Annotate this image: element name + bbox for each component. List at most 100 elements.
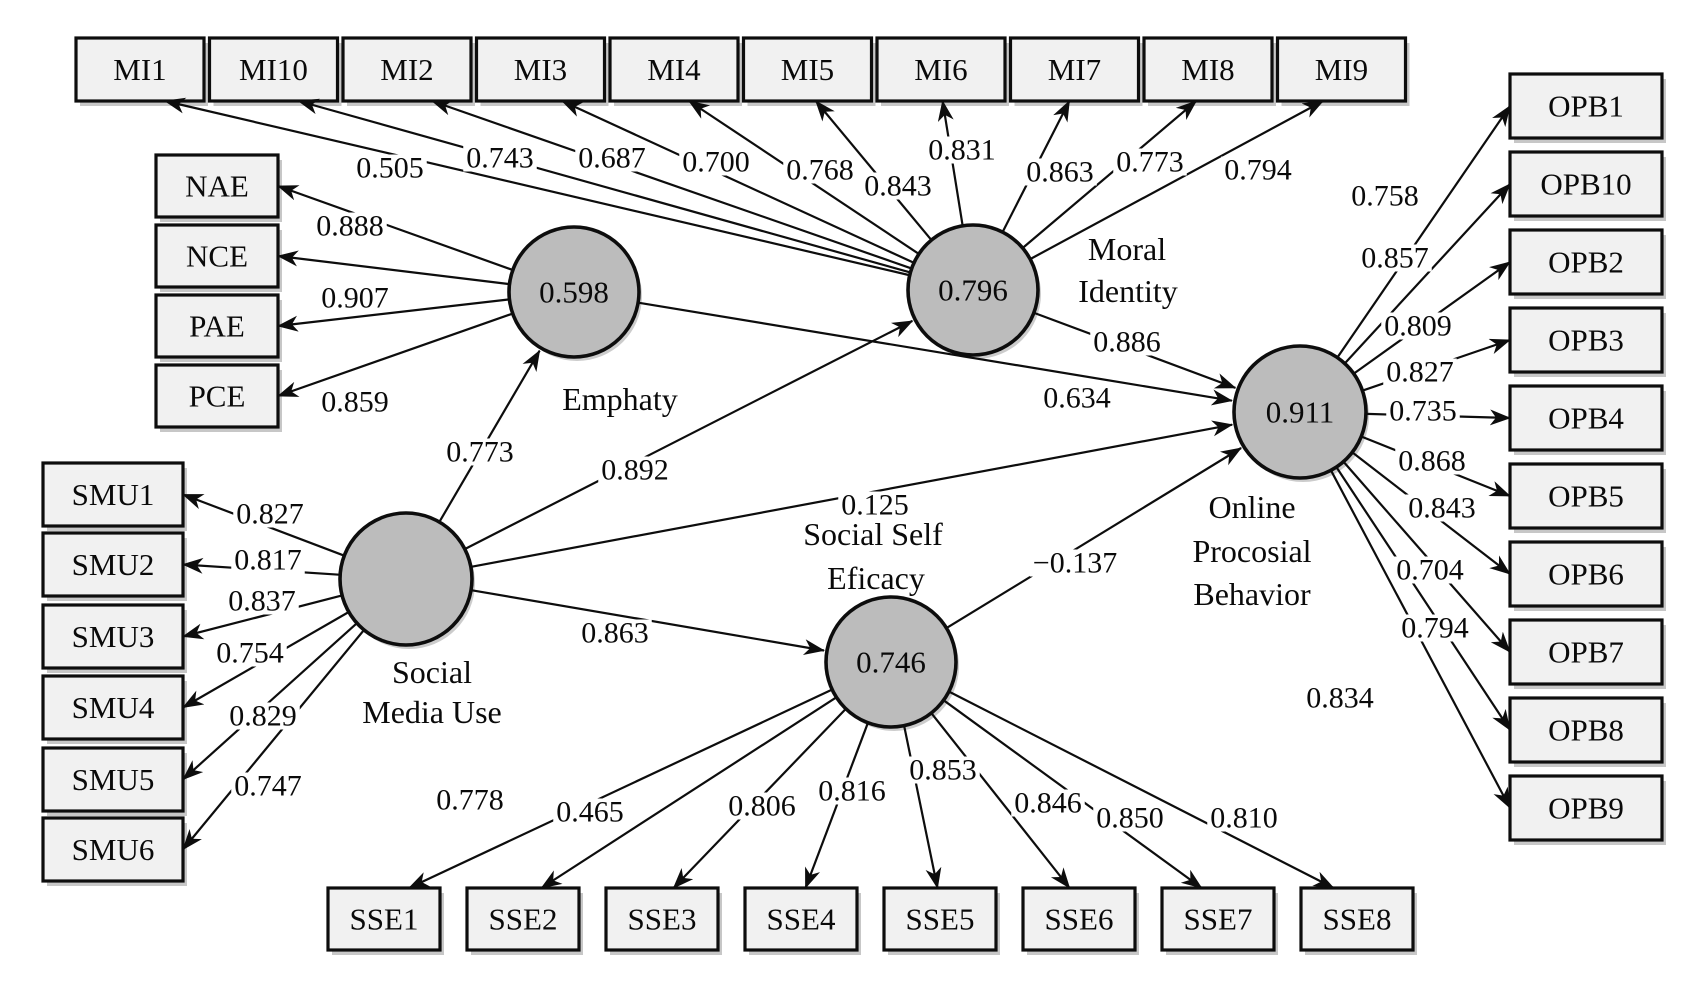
loading-value-OPB-OPB1: 0.758 — [1351, 180, 1419, 213]
indicator-box-SMU2 — [41, 531, 185, 598]
loading-value-OPB-OPB5: 0.868 — [1398, 445, 1466, 478]
indicator-box-SSE5 — [882, 886, 998, 952]
loading-value-SMU-SMU3: 0.837 — [228, 585, 296, 618]
indicator-label-MI10: MI10 — [239, 52, 308, 87]
coefficient-label-backdrop — [463, 144, 537, 172]
latent-name-OPB-line3: Behavior — [1193, 576, 1311, 612]
path-value-SMU-SSE: 0.863 — [581, 617, 649, 650]
coefficient-label-backdrop — [231, 546, 305, 574]
coefficient-label-backdrop — [783, 156, 857, 184]
indicator-label-NAE: NAE — [185, 169, 249, 204]
path-value-SSE-OPB: −0.137 — [1033, 547, 1117, 580]
coefficient-label-backdrop — [443, 438, 517, 466]
loading-arrow-SMU-SMU6 — [182, 630, 365, 851]
path-value-SMU-EMP: 0.773 — [446, 436, 514, 469]
loading-arrow-SSE-SSE1 — [408, 689, 832, 889]
indicator-box-MI10 — [207, 36, 340, 103]
loading-value-OPB-OPB6: 0.843 — [1408, 492, 1476, 525]
indicator-box-OPB6 — [1508, 540, 1664, 608]
coefficient-label-backdrop — [1405, 494, 1479, 522]
coefficient-label-backdrop — [1113, 148, 1187, 176]
indicator-box-PCE — [154, 363, 280, 429]
coefficient-label-backdrop — [838, 491, 912, 519]
loading-value-MI-MI5: 0.843 — [864, 170, 932, 203]
path-value-SMU-OPB: 0.125 — [841, 489, 909, 522]
coefficient-label-backdrop — [725, 792, 799, 820]
indicator-label-OPB2: OPB2 — [1548, 245, 1624, 280]
indicator-box-MI1 — [74, 36, 206, 103]
latent-circle-EMP — [507, 225, 641, 359]
loading-arrow-OPB-OPB8 — [1335, 467, 1511, 731]
indicator-label-SMU4: SMU4 — [72, 690, 155, 725]
indicator-box-PAE — [154, 293, 280, 359]
latent-name-SSE-line1: Social Self — [803, 516, 943, 552]
indicator-label-SMU6: SMU6 — [72, 832, 155, 867]
latent-circle-OPB — [1232, 344, 1368, 480]
indicator-label-OPB7: OPB7 — [1548, 635, 1624, 670]
indicator-label-SSE1: SSE1 — [350, 902, 419, 937]
indicator-box-MI2 — [341, 36, 473, 103]
coefficient-label-backdrop — [1303, 684, 1377, 712]
path-arrow-SMU-EMP — [438, 349, 541, 522]
loading-value-OPB-OPB2: 0.809 — [1384, 310, 1452, 343]
indicator-label-SMU1: SMU1 — [72, 477, 155, 512]
loading-arrow-MI-MI5 — [814, 100, 932, 241]
coefficient-label-backdrop — [815, 777, 889, 805]
loading-value-EMP-NAE: 0.888 — [316, 210, 384, 243]
coefficient-label-backdrop — [925, 136, 999, 164]
coefficient-label-backdrop — [318, 284, 392, 312]
loading-value-OPB-OPB8: 0.794 — [1401, 612, 1469, 645]
coefficient-label-backdrop — [313, 212, 387, 240]
loading-value-SSE-SSE3: 0.806 — [728, 790, 796, 823]
indicator-label-OPB6: OPB6 — [1548, 557, 1624, 592]
indicator-box-MI5 — [741, 36, 874, 103]
loading-arrow-MI-MI9 — [1030, 100, 1324, 260]
indicator-box-NCE — [154, 223, 280, 289]
path-arrow-EMP-OPB — [638, 301, 1233, 406]
indicator-label-MI5: MI5 — [781, 52, 834, 87]
loading-value-MI-MI3: 0.700 — [682, 146, 750, 179]
coefficient-label-backdrop — [1023, 158, 1097, 186]
coefficient-label-backdrop — [1358, 244, 1432, 272]
indicator-box-SSE2 — [465, 886, 581, 952]
coefficient-label-backdrop — [318, 388, 392, 416]
path-value-SMU-MI: 0.892 — [601, 454, 669, 487]
loading-value-MI-MI9: 0.794 — [1224, 154, 1292, 187]
loading-value-SMU-SMU5: 0.829 — [229, 700, 297, 733]
loading-arrow-EMP-PCE — [277, 312, 513, 398]
indicator-label-SMU3: SMU3 — [72, 619, 155, 654]
indicator-label-OPB9: OPB9 — [1548, 791, 1624, 826]
indicator-label-MI4: MI4 — [647, 52, 701, 87]
latent-circle-SMU — [338, 511, 474, 647]
loading-arrow-EMP-NCE — [277, 250, 509, 286]
path-arrow-SMU-MI — [465, 319, 914, 550]
indicator-box-SSE4 — [743, 886, 859, 952]
indicator-label-MI1: MI1 — [113, 52, 166, 87]
loading-arrow-MI-MI1 — [164, 97, 909, 277]
coefficient-label-backdrop — [906, 756, 980, 784]
loading-arrow-MI-MI2 — [431, 99, 912, 270]
loading-arrow-SMU-SMU3 — [182, 594, 342, 640]
latent-name-SSE-line2: Eficacy — [827, 560, 925, 596]
loading-arrow-SSE-SSE8 — [949, 691, 1335, 889]
indicator-box-OPB1 — [1508, 72, 1664, 140]
indicator-box-SSE3 — [604, 886, 720, 952]
indicator-box-SSE1 — [326, 886, 442, 952]
path-value-EMP-OPB: 0.634 — [1043, 382, 1111, 415]
indicator-label-OPB5: OPB5 — [1548, 479, 1624, 514]
loading-value-SMU-SMU2: 0.817 — [234, 544, 302, 577]
coefficient-label-backdrop — [1383, 358, 1457, 386]
indicator-label-SMU2: SMU2 — [72, 547, 155, 582]
coefficient-label-backdrop — [1393, 556, 1467, 584]
loading-value-SMU-SMU6: 0.747 — [234, 770, 302, 803]
indicator-label-SSE2: SSE2 — [489, 902, 558, 937]
loading-value-SSE-SSE6: 0.846 — [1014, 787, 1082, 820]
loading-value-OPB-OPB9: 0.834 — [1306, 682, 1374, 715]
latent-name-SMU-line1: Social — [392, 654, 472, 690]
indicator-label-PAE: PAE — [189, 309, 245, 344]
loading-value-MI-MI8: 0.773 — [1116, 146, 1184, 179]
latent-name-MI-line1: Moral — [1088, 231, 1166, 267]
indicator-box-OPB10 — [1508, 150, 1664, 218]
loading-value-EMP-NCE: 0.907 — [321, 282, 389, 315]
coefficient-label-backdrop — [1011, 789, 1085, 817]
